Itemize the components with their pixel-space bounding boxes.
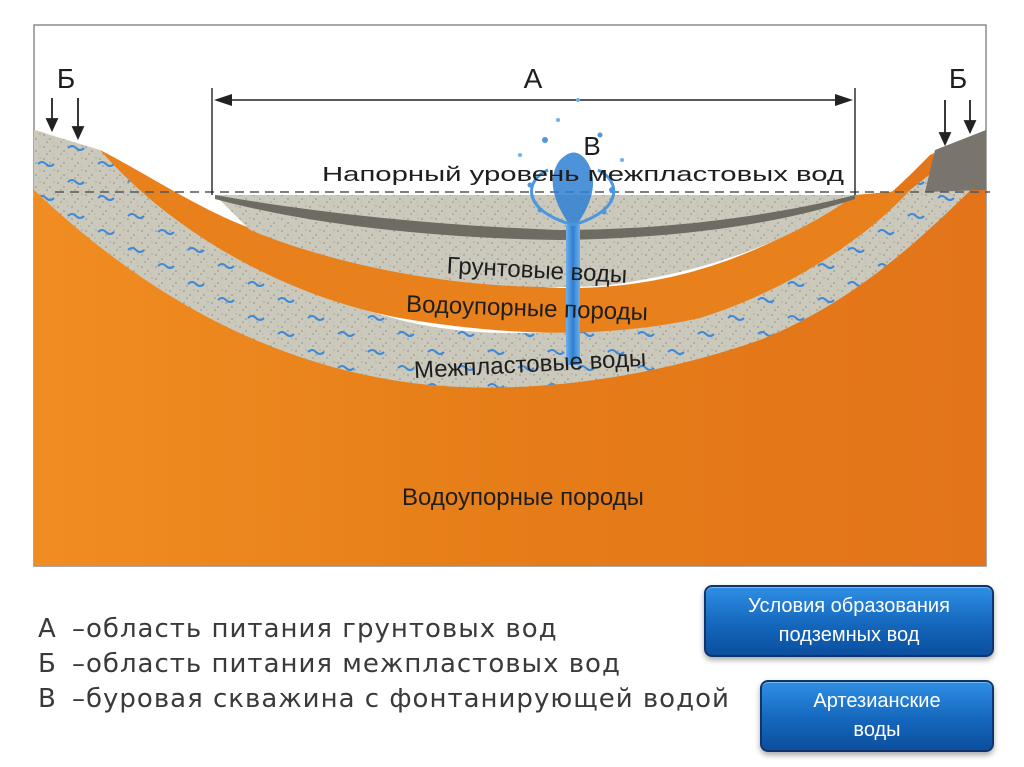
interstratal-aquifer-waves bbox=[34, 130, 986, 388]
groundwater-surface bbox=[215, 195, 855, 240]
fountain-water-icon bbox=[518, 98, 624, 230]
pressure-level-label: Напорный уровень межпластовых вод bbox=[322, 164, 844, 186]
legend-text: –буровая скважина с фонтанирующей водой bbox=[72, 684, 730, 714]
left-recharge-arrows bbox=[45, 98, 85, 141]
borehole-well bbox=[566, 225, 580, 365]
label-B-right: Б bbox=[949, 63, 967, 94]
legend-text: –область питания грунтовых вод bbox=[72, 614, 558, 644]
button-label: Артезианские воды bbox=[813, 687, 940, 745]
right-recharge-arrows bbox=[938, 100, 977, 147]
button-label-line: воды bbox=[853, 719, 901, 741]
legend: А –область питания грунтовых вод Б –област… bbox=[38, 612, 758, 717]
label-B-left: Б bbox=[57, 63, 75, 94]
middle-aquiclude-layer bbox=[100, 150, 910, 333]
artesian-waters-button[interactable]: Артезианские воды bbox=[760, 680, 994, 752]
groundwater-formation-button[interactable]: Условия образования подземных вод bbox=[704, 585, 994, 657]
bottom-aquiclude-layer bbox=[34, 130, 986, 566]
label-A: А bbox=[524, 63, 543, 94]
button-label-line: Условия образования bbox=[748, 595, 950, 617]
button-label-line: Артезианские bbox=[813, 690, 941, 712]
legend-row-A: А –область питания грунтовых вод bbox=[38, 612, 758, 647]
button-label: Условия образования подземных вод bbox=[748, 592, 950, 650]
area-A-arrow-left bbox=[214, 94, 232, 106]
right-outcrop bbox=[925, 130, 986, 192]
area-A-arrow-right bbox=[835, 94, 853, 106]
legend-key: А bbox=[38, 614, 57, 644]
legend-key: Б bbox=[38, 649, 57, 679]
bottom-aquiclude-label: Водоупорные породы bbox=[402, 484, 644, 511]
legend-row-B: Б –область питания межпластовых вод bbox=[38, 647, 758, 682]
legend-key: В bbox=[38, 684, 57, 714]
legend-row-V: В –буровая скважина с фонтанирующей водой bbox=[38, 682, 758, 717]
artesian-basin-diagram: А Б Б В Напорный уровень межпластовых во… bbox=[33, 24, 990, 567]
label-V: В bbox=[583, 131, 600, 161]
button-label-line: подземных вод bbox=[778, 624, 920, 646]
legend-text: –область питания межпластовых вод bbox=[72, 649, 621, 679]
